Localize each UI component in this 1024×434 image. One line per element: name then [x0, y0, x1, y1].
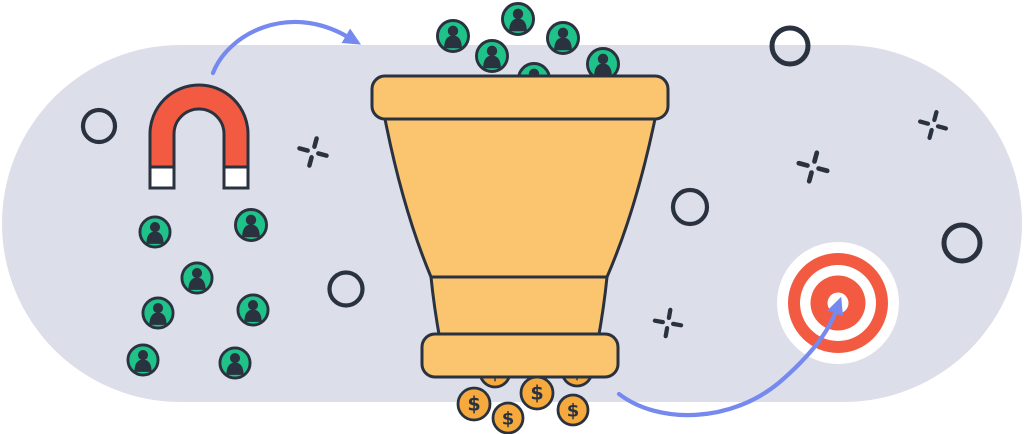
user-avatar-icon [180, 261, 214, 295]
dollar-sign-label: $ [502, 408, 515, 429]
funnel-bottom-bar-outline [420, 332, 620, 379]
funnel-lower-body [431, 277, 607, 340]
sparkle-ray [927, 127, 934, 140]
target-bullseye-center [827, 292, 849, 314]
target-icon [777, 242, 899, 364]
revenue-coins-group: $ $ $ $ [456, 375, 590, 434]
sparkle-ray [671, 321, 684, 328]
sparkle-icon [796, 150, 830, 184]
funnel-bottom-bar [422, 334, 618, 377]
user-avatar-icon [546, 21, 580, 56]
magnet-right-tip [222, 165, 250, 190]
dollar-sign-label: $ [467, 393, 480, 416]
user-avatar-icon [138, 215, 172, 249]
sparkle-ray [297, 146, 310, 153]
funnel-rim-outline [370, 74, 670, 121]
magnet-icon [148, 83, 250, 190]
user-avatar-icon [236, 293, 270, 327]
sparkle-icon [652, 307, 684, 339]
sparkle-ray [812, 150, 820, 164]
dollar-sign-label: $ [530, 382, 543, 405]
sparkle-ray [932, 110, 939, 123]
dollar-coin-icon: $ [556, 393, 590, 427]
user-avatar-icon [141, 296, 175, 330]
sparkle-icon [918, 110, 948, 140]
sparkle-ray [935, 124, 948, 131]
magnet-arch [150, 85, 248, 167]
magnet-arch-outline [148, 83, 250, 169]
user-avatar-icon [233, 207, 269, 243]
dollar-coin-icon: $ [456, 386, 492, 422]
dollar-coin-icon: $ [491, 401, 525, 434]
dollar-sign-label: $ [567, 400, 580, 421]
sparkle-ray [312, 136, 319, 149]
funnel-upper-body [385, 110, 655, 277]
sparkle-decorations [297, 110, 948, 339]
user-avatar-icon [126, 343, 160, 377]
magnet-left-tip [148, 165, 176, 190]
user-avatar-icon [436, 19, 471, 54]
coin-circle [456, 386, 492, 422]
coin-circle [519, 375, 555, 411]
sparkle-ray [307, 155, 314, 168]
dollar-coin-icon: $ [519, 375, 555, 411]
arrow-magnet-to-funnel [210, 19, 362, 76]
sparkle-ray [918, 119, 931, 126]
circle-decoration [80, 107, 118, 145]
circle-decoration [769, 25, 811, 67]
decorative-circles [80, 25, 983, 308]
circle-decoration [941, 222, 983, 264]
sparkle-ray [796, 160, 810, 168]
user-avatar-icon [475, 39, 510, 74]
arrow-funnel-to-target [616, 296, 844, 418]
sparkle-ray [806, 170, 814, 184]
user-avatar-icon [501, 2, 536, 37]
sparkle-ray [316, 151, 329, 158]
circle-decoration [327, 270, 365, 308]
sparkle-icon [297, 136, 329, 168]
coin-circle [491, 401, 525, 434]
sparkle-ray [816, 166, 830, 174]
circle-decoration [670, 187, 710, 227]
funnel-icon [383, 108, 657, 342]
funnel-rim [372, 76, 668, 119]
coin-circle [556, 393, 590, 427]
sparkle-ray [652, 318, 665, 325]
user-avatar-icon [218, 346, 252, 380]
sparkle-ray [663, 326, 670, 339]
sparkle-ray [666, 307, 673, 320]
